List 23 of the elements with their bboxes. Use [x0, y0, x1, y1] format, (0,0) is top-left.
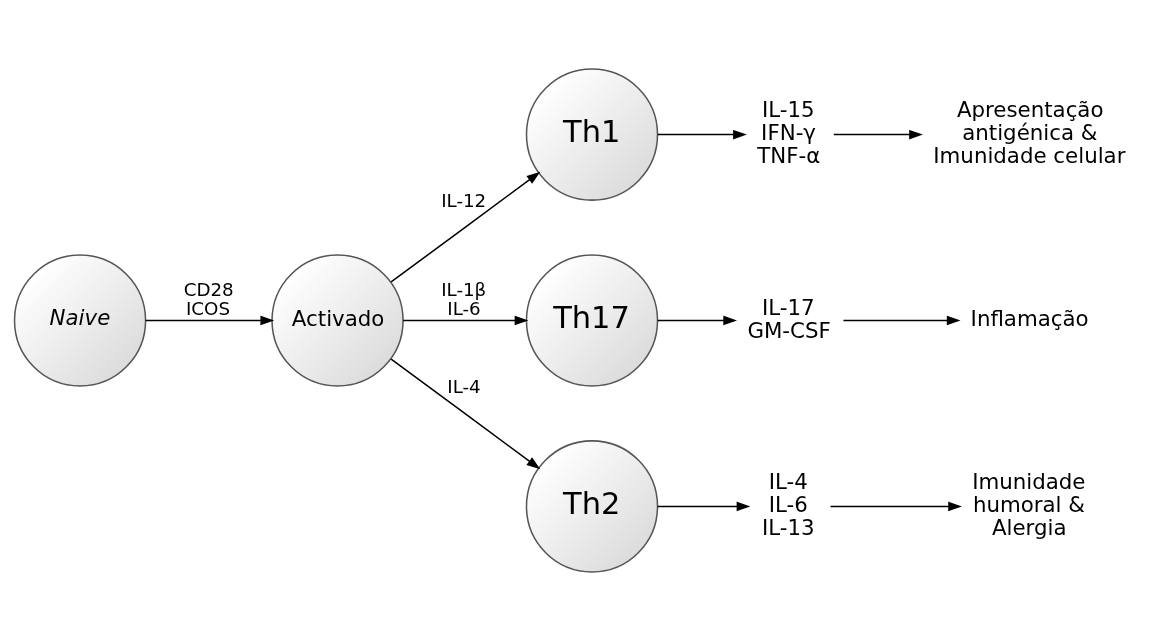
- node-circle: Naive: [13, 254, 147, 387]
- arrow: [656, 129, 747, 140]
- node-text: IL-17 GM-CSF: [747, 294, 831, 343]
- edge-label: IL-12: [441, 190, 487, 212]
- arrow: [390, 358, 541, 470]
- arrow: [145, 315, 275, 326]
- arrow: [656, 501, 751, 512]
- node-circle: Activado: [271, 254, 404, 387]
- edge-label: IL-4: [447, 376, 481, 398]
- arrow: [402, 315, 529, 326]
- edge-label: CD28 ICOS: [183, 278, 234, 320]
- edge-label: IL-1β IL-6: [441, 278, 487, 320]
- arrow: [842, 315, 961, 326]
- arrow: [656, 315, 738, 326]
- node-circle: Th17: [525, 254, 659, 387]
- node-text: Inflamação: [970, 306, 1089, 332]
- arrow: [829, 501, 962, 512]
- node-text: IL-4 IL-6 IL-13: [761, 469, 815, 540]
- arrow: [833, 129, 923, 140]
- node-text: IL-15 IFN-γ TNF-α: [757, 97, 821, 169]
- arrow: [390, 171, 541, 283]
- node-text: Apresentação antigénica & Imunidade celular: [933, 97, 1126, 169]
- node-text: Imunidade humoral & Alergia: [972, 469, 1086, 540]
